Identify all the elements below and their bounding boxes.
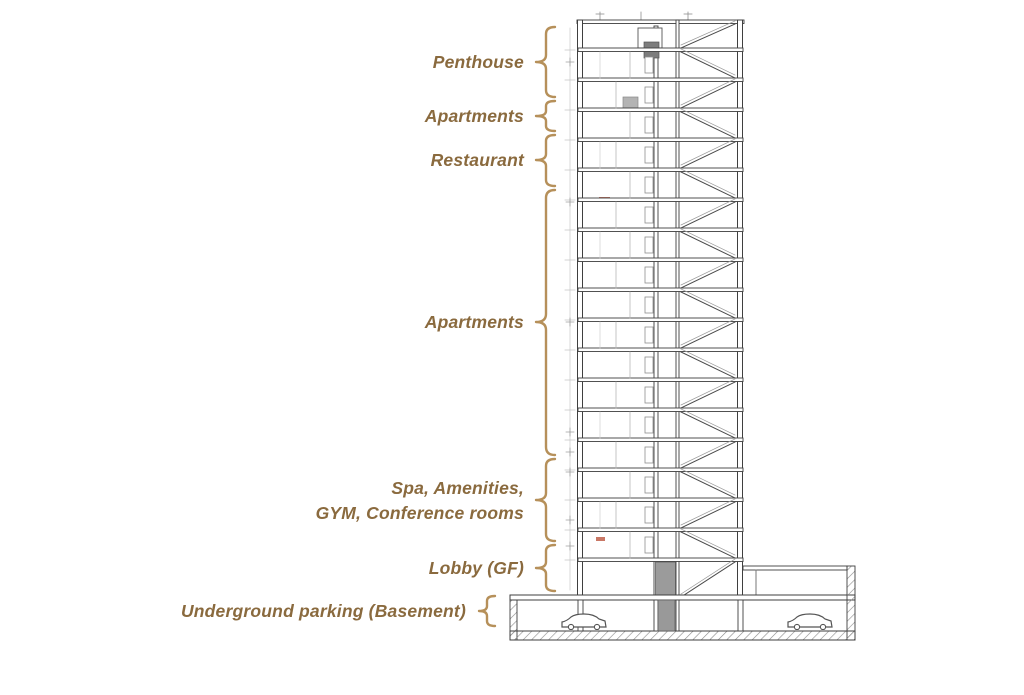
brace-spa-amenities [534,457,557,543]
elevation-guide [569,11,693,591]
parked-cars [561,613,833,630]
zone-label-penthouse: Penthouse [432,52,524,72]
basement [509,565,856,641]
zone-label-apartments-main: Apartments [424,312,524,332]
building-drawing [509,11,856,641]
zone-braces [477,25,557,628]
annotation-marks [596,197,610,541]
zone-label-apartments-upper: Apartments [424,106,524,126]
zone-label-restaurant: Restaurant [430,150,524,170]
zone-label-underground-parking: Underground parking (Basement) [180,601,466,621]
elevator-shaft-lobby [655,561,676,596]
brace-underground-parking [477,594,497,628]
brace-restaurant [534,133,557,188]
car-right [787,613,833,630]
brace-apartments-upper [534,99,557,133]
floors-and-stairs [564,20,744,598]
zone-label-spa-line2: GYM, Conference rooms [315,503,524,523]
brace-apartments-main [534,188,557,457]
brace-penthouse [534,25,557,99]
zone-label-spa-amenities: Spa, Amenities, GYM, Conference rooms [316,476,524,526]
brace-lobby [534,543,557,593]
car-left [561,613,607,630]
zone-label-lobby: Lobby (GF) [428,558,524,578]
tower-walls [576,19,745,598]
zone-label-spa-line1: Spa, Amenities, [391,478,524,498]
